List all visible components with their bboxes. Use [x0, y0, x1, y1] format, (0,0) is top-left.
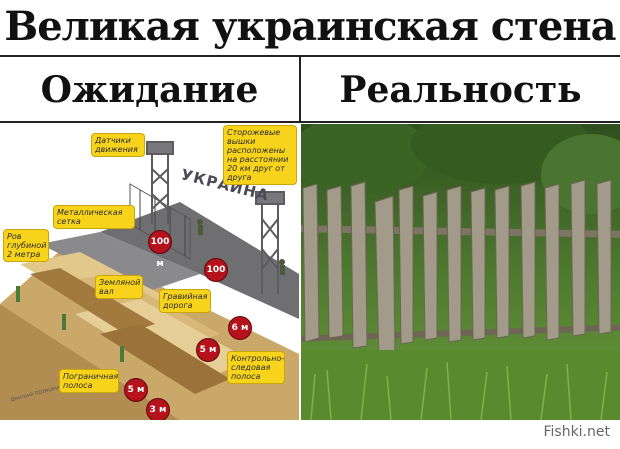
watch-tower-icon	[255, 191, 285, 294]
reality-photo-wooden-fence	[301, 124, 620, 420]
callout-control-strip: Контрольно-следовая полоса	[228, 352, 284, 383]
page-title: Великая украинская стена	[4, 3, 616, 50]
divider-bottom	[0, 121, 620, 123]
distance-badge: 5 м	[196, 338, 220, 362]
callout-earth-rampart: Земляной вал	[96, 276, 142, 298]
distance-badge: 100 м	[204, 258, 228, 297]
callout-border-strip: Пограничная полоса	[60, 370, 118, 392]
border-wall-illustration	[0, 141, 299, 420]
distance-badge: 100 м	[148, 230, 172, 269]
distance-badge: 3 м	[146, 398, 170, 420]
distance-badge: 5 м	[124, 378, 148, 402]
watch-tower-icon	[146, 141, 174, 224]
distance-badge: 6 м	[228, 316, 252, 340]
divider-vertical	[299, 56, 301, 122]
wooden-fence-photo	[301, 124, 620, 420]
callout-ditch: Ров глубиной 2 метра	[4, 230, 48, 261]
callout-metal-mesh: Металлическая сетка	[54, 206, 134, 228]
divider-top	[0, 55, 620, 57]
column-heading-reality: Реальность	[339, 69, 582, 111]
watermark: Fishki.net	[543, 424, 610, 440]
callout-watch-towers: Сторожевые вышки расположены на расстоян…	[224, 126, 296, 184]
column-heading-expectation: Ожидание	[40, 69, 259, 111]
callout-gravel-road: Гравийная дорога	[160, 290, 210, 312]
expectation-infographic: УКРАИНА Дмитрий ПОЛКИНА Датчики движения…	[0, 124, 299, 420]
callout-motion-sensors: Датчики движения	[92, 134, 144, 156]
